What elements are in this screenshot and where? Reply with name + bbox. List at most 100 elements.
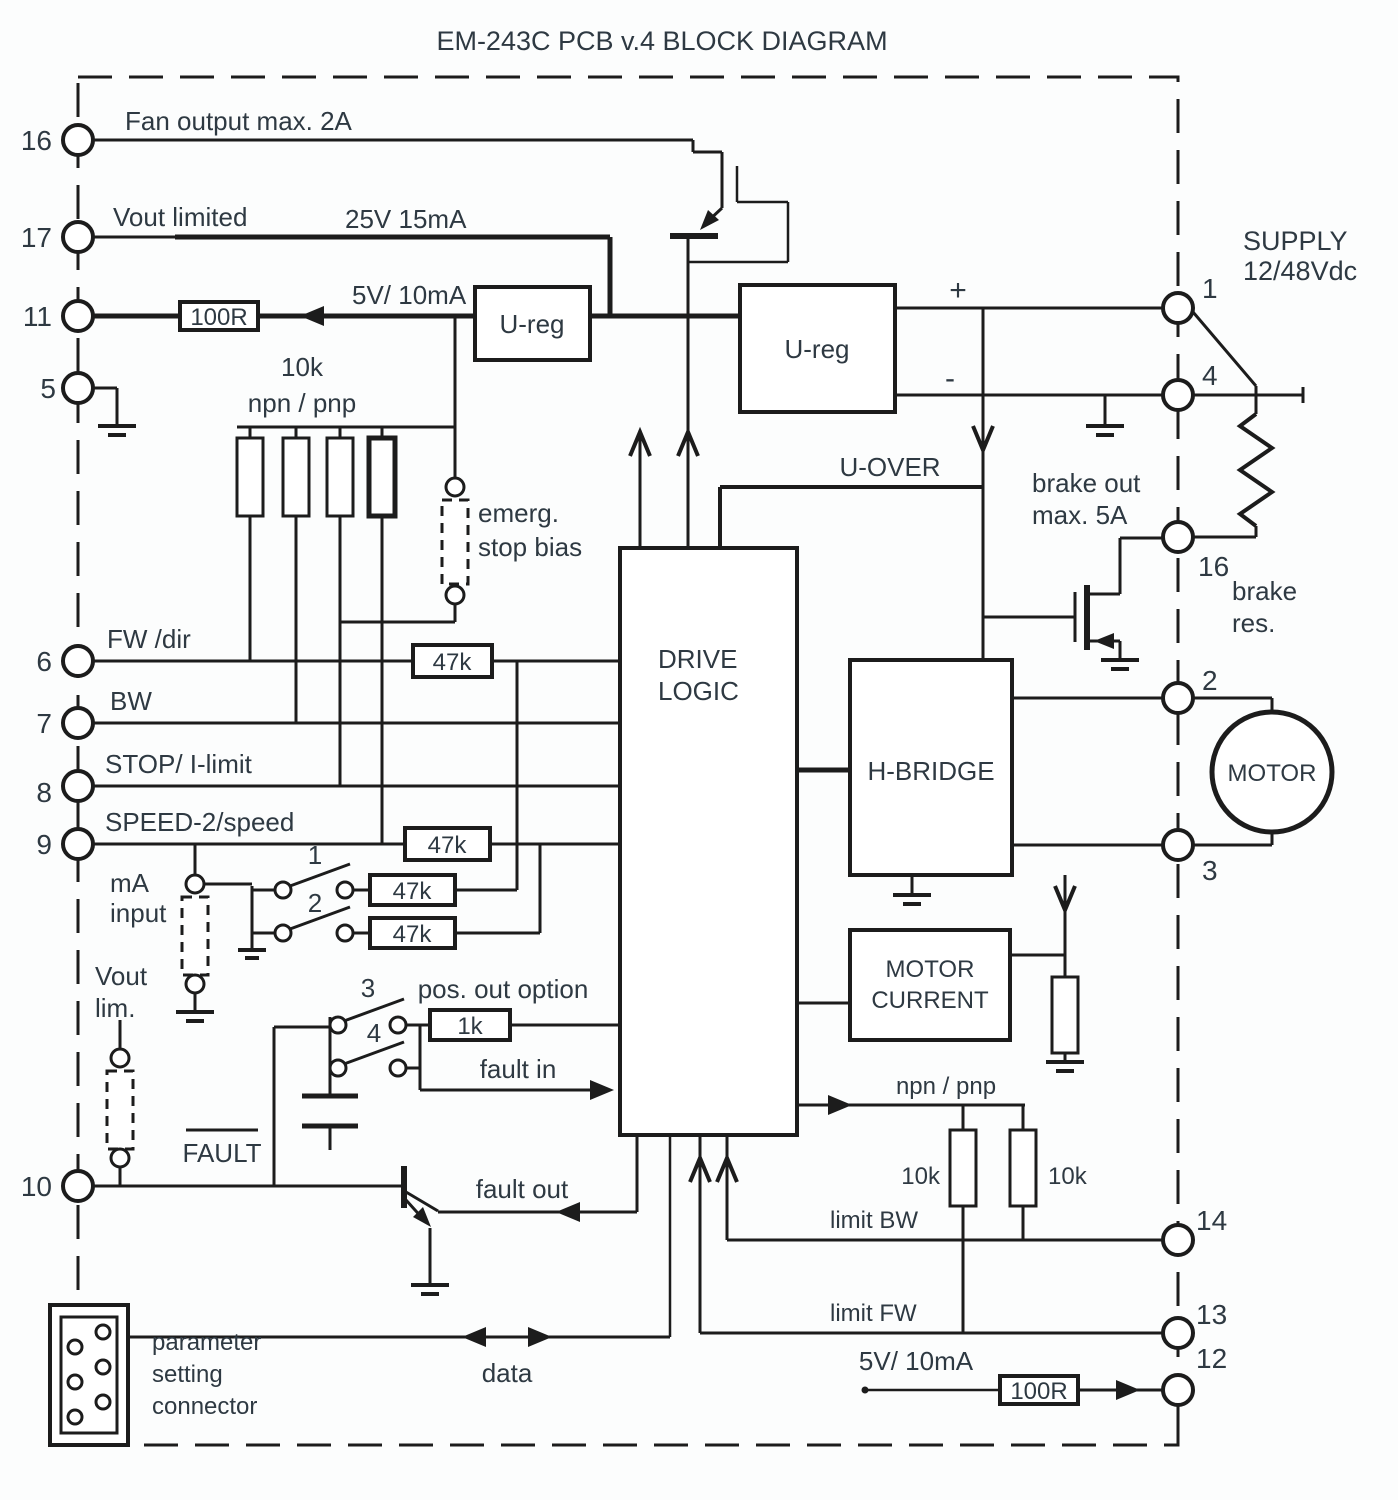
npn-pnp-bottom-label: npn / pnp	[896, 1073, 996, 1100]
arrow-term12-icon	[1116, 1380, 1140, 1400]
terminal-number-14: 14	[1196, 1205, 1227, 1236]
arrow-up-limit-fw-icon	[688, 1152, 712, 1183]
emerg-stop-bias-resistor	[440, 476, 470, 606]
connector-label-3: connector	[152, 1393, 257, 1420]
supply-minus-label: -	[945, 362, 955, 395]
terminal-left-7	[61, 706, 95, 740]
pulldown-resistor-right-10k	[1008, 1128, 1038, 1208]
pullups-npn-pnp-label: npn / pnp	[248, 388, 356, 418]
resistor-47k-sw1-label: 47k	[393, 878, 433, 905]
fault-out-label: fault out	[476, 1174, 569, 1204]
page-title: EM-243C PCB v.4 BLOCK DIAGRAM	[436, 26, 887, 56]
terminal-right-2	[1161, 681, 1195, 715]
motor-label: MOTOR	[1228, 760, 1317, 787]
brake-mosfet	[1073, 585, 1114, 650]
pullup-resistors-10k	[235, 435, 398, 519]
vout-lim-label-2: lim.	[95, 993, 135, 1023]
fault-transistor	[401, 1166, 439, 1227]
arrow-down-current-icon	[1053, 885, 1077, 916]
switch-4	[328, 1040, 408, 1078]
5v-top-label: 5V/ 10mA	[352, 280, 467, 310]
terminals-left	[61, 123, 95, 1203]
arrowheads	[300, 306, 1140, 1400]
resistor-1k: 1k	[428, 1008, 512, 1042]
arrow-fault-out-icon	[556, 1202, 580, 1222]
brake-out-label-1: brake out	[1032, 468, 1141, 498]
terminal-number-6: 6	[36, 646, 52, 677]
pcb-dashed-border	[76, 75, 1180, 1447]
terminal-right-3	[1161, 828, 1195, 862]
terminal-number-8: 8	[36, 777, 52, 808]
terminal-right-12	[1161, 1373, 1195, 1407]
fault-label-group: FAULT	[183, 1128, 262, 1168]
arrow-up-limit-bw-icon	[715, 1152, 739, 1183]
terminal-left-9	[61, 827, 95, 861]
brake-out-label-2: max. 5A	[1032, 500, 1128, 530]
switch-3-label: 3	[361, 973, 375, 1003]
resistor-100r-top: 100R	[178, 300, 260, 332]
25v-label: 25V 15mA	[345, 204, 467, 234]
terminal-number-3: 3	[1202, 855, 1218, 886]
terminal-left-11	[61, 299, 95, 333]
emerg-label-2: stop bias	[478, 532, 582, 562]
terminal-number-2: 2	[1202, 665, 1218, 696]
supply-plus-label: +	[949, 274, 967, 307]
resistor-47k-sw1: 47k	[368, 873, 457, 907]
supply-label-2: 12/48Vdc	[1243, 256, 1357, 286]
terminal-left-16	[61, 123, 95, 157]
arrow-down-supply-icon	[971, 425, 995, 456]
resistor-47k-sw2-label: 47k	[393, 921, 433, 948]
terminal-number-17: 17	[21, 222, 52, 253]
supply-label-1: SUPPLY	[1243, 226, 1348, 256]
arrow-up-reg-2-icon	[676, 426, 700, 457]
drive-logic-label-2: LOGIC	[658, 676, 739, 706]
pulldown-10k-right-label: 10k	[1048, 1163, 1088, 1190]
hbridge-label: H-BRIDGE	[867, 756, 994, 786]
ma-input-label-2: input	[110, 898, 167, 928]
terminal-number-4: 4	[1202, 360, 1218, 391]
terminal-number-11: 11	[23, 301, 52, 332]
arrow-data-right-icon	[528, 1327, 552, 1347]
pulldown-10k-left-label: 10k	[901, 1163, 941, 1190]
vout-limited-label: Vout limited	[113, 202, 247, 232]
terminal-right-16	[1161, 520, 1195, 554]
terminal-right-1	[1161, 291, 1195, 325]
terminal-left-17	[61, 220, 95, 254]
ureg-small-label: U-reg	[499, 309, 564, 339]
wiring	[93, 138, 1305, 1443]
fan-transistor	[670, 206, 724, 239]
motor-current-label-1: MOTOR	[886, 956, 975, 983]
terminal-number-7: 7	[36, 708, 52, 739]
arrow-5v-out-icon	[300, 306, 324, 326]
terminal-left-10	[61, 1169, 95, 1203]
resistor-47k-speed-label: 47k	[428, 832, 468, 859]
ma-input-label-1: mA	[110, 868, 150, 898]
switch-2	[273, 905, 355, 943]
switch-1	[273, 862, 355, 900]
switch-1-label: 1	[308, 840, 322, 870]
stop-label: STOP/ I-limit	[105, 749, 253, 779]
5v-bottom-label: 5V/ 10mA	[859, 1346, 974, 1376]
pullups-10k-label: 10k	[281, 352, 324, 382]
speed-label: SPEED-2/speed	[105, 807, 294, 837]
emerg-label-1: emerg.	[478, 498, 559, 528]
ureg-main-block: U-reg	[738, 283, 897, 414]
resistor-47k-speed: 47k	[403, 826, 492, 862]
terminal-number-10: 10	[21, 1171, 52, 1202]
ground-symbols	[98, 424, 1139, 1296]
fault-in-label: fault in	[480, 1054, 557, 1084]
drive-logic-block: DRIVE LOGIC	[618, 546, 799, 1137]
arrow-up-reg-1-icon	[628, 426, 652, 457]
ureg-main-label: U-reg	[784, 334, 849, 364]
terminal-right-14	[1161, 1223, 1195, 1257]
hbridge-block: H-BRIDGE	[848, 658, 1014, 877]
terminals-right	[1161, 291, 1195, 1407]
drive-logic-label-1: DRIVE	[658, 644, 737, 674]
fault-label: FAULT	[183, 1138, 262, 1168]
terminal-number-13: 13	[1196, 1299, 1227, 1330]
capacitor	[302, 1093, 358, 1129]
ureg-small-block: U-reg	[473, 285, 592, 362]
pulldown-resistor-left-10k	[948, 1128, 978, 1208]
arrow-fault-in-icon	[590, 1080, 614, 1100]
